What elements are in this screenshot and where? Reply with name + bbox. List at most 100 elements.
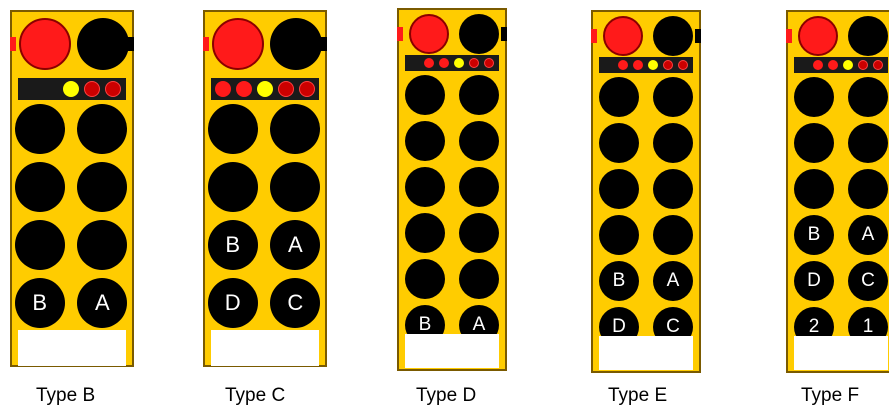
button-d[interactable]: D: [794, 261, 834, 301]
indicator-led-sym: [678, 60, 688, 70]
blank-button[interactable]: [270, 162, 321, 212]
blank-button[interactable]: [77, 162, 128, 212]
label-area: [794, 336, 888, 370]
remote-caption: Type E: [608, 385, 668, 406]
stop-side-tab: [397, 27, 403, 41]
button-a[interactable]: A: [848, 215, 888, 255]
stop-side-tab: [786, 29, 792, 43]
blank-button[interactable]: [794, 169, 834, 209]
indicator-led-sym: [278, 81, 294, 97]
indicator-led-red: [828, 60, 838, 70]
blank-button[interactable]: [459, 259, 499, 299]
label-area: [18, 330, 126, 366]
blank-button[interactable]: [653, 169, 693, 209]
label-area: [211, 330, 319, 366]
indicator-led-sym: [663, 60, 673, 70]
start-side-tab: [321, 37, 327, 51]
remote-caption: Type D: [416, 385, 477, 406]
button-c[interactable]: C: [270, 278, 321, 328]
start-side-tab: [695, 29, 701, 43]
stop-button[interactable]: [409, 14, 449, 54]
blank-button[interactable]: [599, 77, 639, 117]
blank-button[interactable]: [848, 123, 888, 163]
indicator-led-red: [813, 60, 823, 70]
blank-button[interactable]: [14, 104, 65, 154]
stop-button[interactable]: [798, 16, 838, 56]
indicator-led-yellow: [454, 58, 464, 68]
blank-button[interactable]: [459, 121, 499, 161]
indicator-led-sym: [299, 81, 315, 97]
blank-button[interactable]: [459, 75, 499, 115]
start-side-tab: [128, 37, 134, 51]
button-b[interactable]: B: [599, 261, 639, 301]
start-side-tab: [501, 27, 507, 41]
indicator-led-sym: [469, 58, 479, 68]
indicator-led-sym: [873, 60, 883, 70]
blank-button[interactable]: [459, 167, 499, 207]
indicator-led-red: [424, 58, 434, 68]
indicator-led-red: [633, 60, 643, 70]
indicator-strip: [794, 57, 888, 73]
button-b[interactable]: B: [207, 220, 258, 270]
stop-button[interactable]: [211, 18, 264, 70]
indicator-led-yellow: [257, 81, 273, 97]
button-a[interactable]: A: [653, 261, 693, 301]
blank-button[interactable]: [14, 220, 65, 270]
blank-button[interactable]: [599, 123, 639, 163]
blank-button[interactable]: [794, 77, 834, 117]
stop-button[interactable]: [603, 16, 643, 56]
blank-button[interactable]: [599, 169, 639, 209]
button-a[interactable]: A: [77, 278, 128, 328]
blank-button[interactable]: [14, 162, 65, 212]
indicator-led-red: [215, 81, 231, 97]
blank-button[interactable]: [405, 213, 445, 253]
button-b[interactable]: B: [14, 278, 65, 328]
indicator-led-red: [439, 58, 449, 68]
blank-button[interactable]: [77, 220, 128, 270]
indicator-strip: [18, 78, 126, 100]
blank-button[interactable]: [848, 169, 888, 209]
remote-caption: Type B: [36, 385, 96, 406]
label-area: [405, 334, 499, 368]
blank-button[interactable]: [653, 215, 693, 255]
button-c[interactable]: C: [848, 261, 888, 301]
blank-button[interactable]: [405, 75, 445, 115]
blank-button[interactable]: [848, 77, 888, 117]
indicator-strip: [405, 55, 499, 71]
start-button[interactable]: [459, 14, 499, 54]
indicator-strip: [599, 57, 693, 73]
start-button[interactable]: [653, 16, 693, 56]
remote-caption: Type F: [801, 385, 860, 406]
button-a[interactable]: A: [270, 220, 321, 270]
button-b[interactable]: B: [794, 215, 834, 255]
start-button[interactable]: [270, 18, 323, 70]
button-d[interactable]: D: [207, 278, 258, 328]
blank-button[interactable]: [207, 162, 258, 212]
start-button[interactable]: [848, 16, 888, 56]
blank-button[interactable]: [405, 259, 445, 299]
blank-button[interactable]: [459, 213, 499, 253]
indicator-led-yellow: [63, 81, 79, 97]
indicator-led-sym: [105, 81, 121, 97]
blank-button[interactable]: [207, 104, 258, 154]
blank-button[interactable]: [270, 104, 321, 154]
stop-side-tab: [203, 37, 209, 51]
blank-button[interactable]: [794, 123, 834, 163]
blank-button[interactable]: [653, 123, 693, 163]
blank-button[interactable]: [77, 104, 128, 154]
start-button[interactable]: [77, 18, 130, 70]
remote-caption: Type C: [225, 385, 286, 406]
blank-button[interactable]: [599, 215, 639, 255]
blank-button[interactable]: [405, 167, 445, 207]
blank-button[interactable]: [405, 121, 445, 161]
stop-side-tab: [591, 29, 597, 43]
indicator-led-yellow: [843, 60, 853, 70]
blank-button[interactable]: [653, 77, 693, 117]
label-area: [599, 336, 693, 370]
stop-button[interactable]: [18, 18, 71, 70]
indicator-led-yellow: [648, 60, 658, 70]
